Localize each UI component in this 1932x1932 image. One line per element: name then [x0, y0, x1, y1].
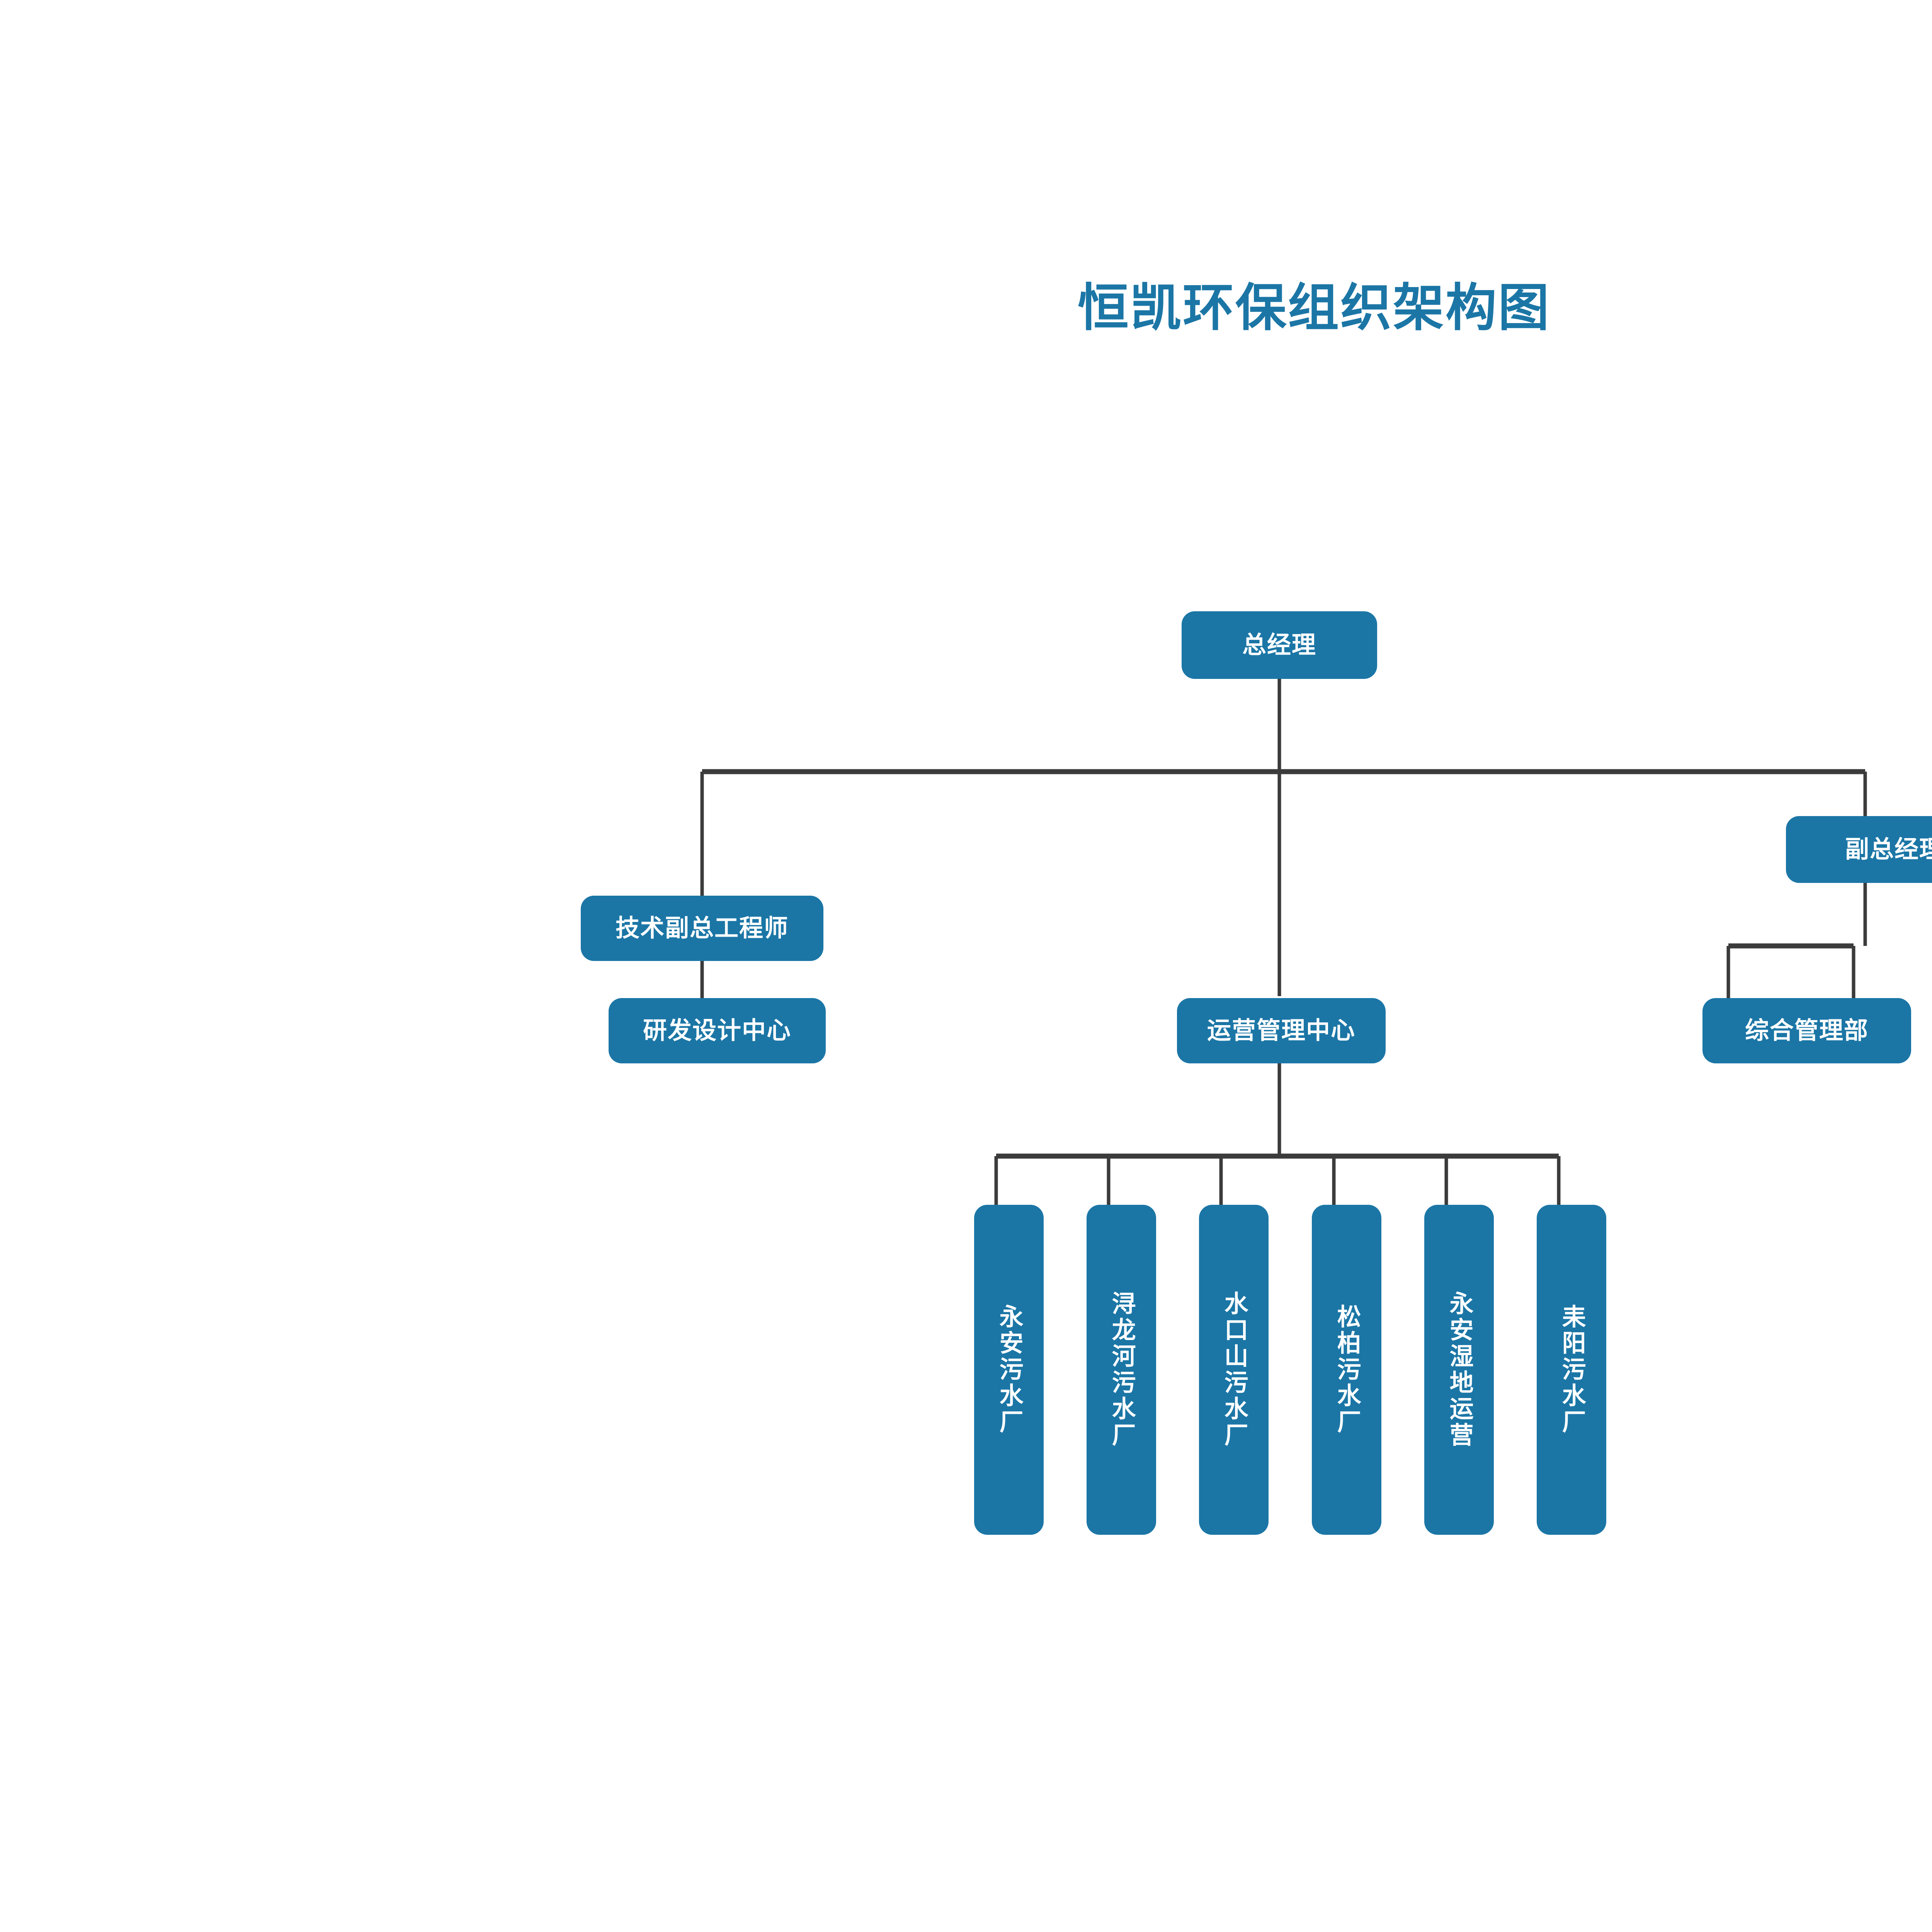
node-xunlonghe-wastewater-plant[interactable]: 浔龙河污水厂 — [1087, 1205, 1156, 1535]
node-deputy-general-manager[interactable]: 副总经理 — [1786, 816, 1932, 883]
node-label: 永安湿地运营 — [1446, 1291, 1473, 1449]
node-label: 耒阳污水厂 — [1558, 1304, 1585, 1435]
node-label: 综合管理部 — [1745, 1017, 1869, 1044]
page-title: 恒凯环保组织架构图 — [1078, 279, 1551, 336]
node-leiyang-wastewater-plant[interactable]: 耒阳污水厂 — [1537, 1205, 1606, 1535]
node-label: 永安污水厂 — [995, 1304, 1022, 1435]
node-general-administration-department[interactable]: 综合管理部 — [1702, 998, 1911, 1063]
node-label: 运营管理中心 — [1207, 1017, 1355, 1044]
node-songbai-wastewater-plant[interactable]: 松柏污水厂 — [1312, 1205, 1381, 1535]
node-operations-management-center[interactable]: 运营管理中心 — [1177, 998, 1386, 1063]
node-yongan-wetland-operations[interactable]: 永安湿地运营 — [1424, 1205, 1494, 1535]
node-shuikoushan-wastewater-plant[interactable]: 水口山污水厂 — [1199, 1205, 1269, 1535]
node-general-manager[interactable]: 总经理 — [1182, 611, 1377, 679]
node-label: 水口山污水厂 — [1220, 1291, 1247, 1449]
node-yongan-wastewater-plant[interactable]: 永安污水厂 — [974, 1205, 1044, 1535]
node-label: 浔龙河污水厂 — [1108, 1291, 1135, 1449]
node-label: 技术副总工程师 — [615, 915, 789, 942]
node-label: 松柏污水厂 — [1333, 1304, 1360, 1435]
node-technical-deputy-chief-engineer[interactable]: 技术副总工程师 — [581, 896, 823, 961]
node-label: 总经理 — [1242, 631, 1316, 658]
node-label: 副总经理 — [1845, 836, 1932, 863]
node-rd-design-center[interactable]: 研发设计中心 — [609, 998, 826, 1063]
node-label: 研发设计中心 — [643, 1017, 791, 1044]
